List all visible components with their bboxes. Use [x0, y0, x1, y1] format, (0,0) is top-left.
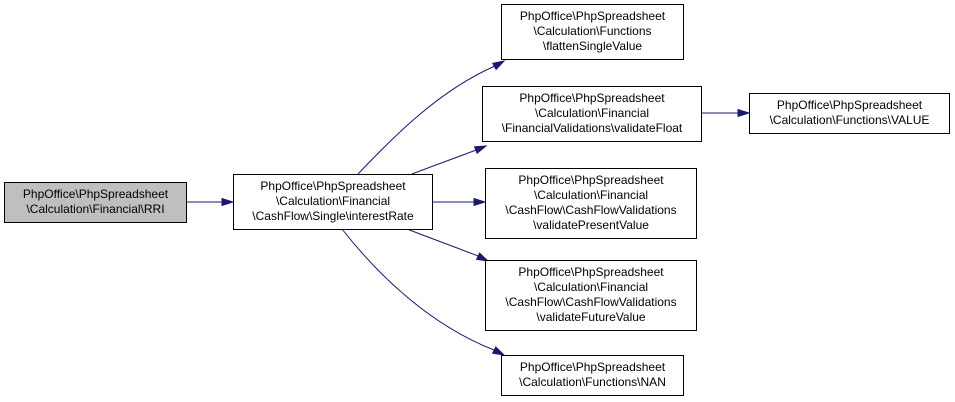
node-label-line: \Calculation\Financial\RRI	[26, 202, 164, 216]
node-label-line: \CashFlow\CashFlowValidations	[505, 203, 676, 217]
node-box[interactable]	[501, 355, 684, 396]
node-box[interactable]	[749, 93, 950, 134]
node-validateFutureValue[interactable]: PhpOffice\PhpSpreadsheet\Calculation\Fin…	[485, 260, 697, 331]
node-label-line: PhpOffice\PhpSpreadsheet	[520, 9, 666, 23]
node-flattenSingleValue[interactable]: PhpOffice\PhpSpreadsheet\Calculation\Fun…	[501, 4, 684, 60]
node-box[interactable]	[485, 168, 697, 239]
edge-line	[357, 65, 496, 175]
node-label-line: \Calculation\Financial	[534, 188, 648, 202]
edges-layer	[186, 60, 751, 356]
arrowhead-icon	[473, 145, 488, 155]
node-label-line: \validateFutureValue	[536, 310, 646, 324]
edge-interestRate-to-validateFutureValue	[406, 228, 490, 262]
current-node-box[interactable]	[4, 182, 187, 223]
node-interestRate[interactable]: PhpOffice\PhpSpreadsheet\Calculation\Fin…	[233, 174, 433, 230]
node-label-line: \Calculation\Functions	[533, 24, 651, 38]
node-nan[interactable]: PhpOffice\PhpSpreadsheet\Calculation\Fun…	[501, 355, 684, 396]
node-box[interactable]	[233, 174, 433, 230]
edge-interestRate-to-flattenSingleValue	[357, 60, 506, 175]
edge-interestRate-to-validateFloat	[411, 145, 488, 175]
node-label-line: PhpOffice\PhpSpreadsheet	[777, 98, 923, 112]
node-label-line: PhpOffice\PhpSpreadsheet	[520, 360, 666, 374]
node-label-line: \FinancialValidations\validateFloat	[502, 121, 683, 135]
edge-rri-to-interestRate	[186, 197, 235, 207]
node-label-line: PhpOffice\PhpSpreadsheet	[518, 173, 664, 187]
node-label-line: \Calculation\Financial	[535, 106, 649, 120]
arrowhead-icon	[221, 197, 235, 207]
edge-interestRate-to-validatePresentValue	[432, 197, 487, 207]
arrowhead-icon	[737, 108, 751, 118]
node-label-line: PhpOffice\PhpSpreadsheet	[518, 265, 664, 279]
arrowhead-icon	[475, 252, 490, 262]
edge-line	[411, 149, 477, 175]
node-box[interactable]	[485, 260, 697, 331]
edge-validateFloat-to-value	[701, 108, 751, 118]
node-box[interactable]	[501, 4, 684, 60]
edge-line	[406, 228, 479, 257]
node-rri[interactable]: PhpOffice\PhpSpreadsheet\Calculation\Fin…	[4, 182, 187, 223]
node-label-line: PhpOffice\PhpSpreadsheet	[23, 187, 169, 201]
node-value[interactable]: PhpOffice\PhpSpreadsheet\Calculation\Fun…	[749, 93, 950, 134]
edge-interestRate-to-nan	[341, 228, 506, 356]
node-label-line: \validatePresentValue	[533, 218, 649, 232]
node-box[interactable]	[482, 86, 702, 142]
node-label-line: \Calculation\Functions\NAN	[519, 375, 666, 389]
node-label-line: \CashFlow\CashFlowValidations	[505, 295, 676, 309]
node-label-line: \Calculation\Functions\VALUE	[770, 113, 930, 127]
node-validateFloat[interactable]: PhpOffice\PhpSpreadsheet\Calculation\Fin…	[482, 86, 702, 142]
node-validatePresentValue[interactable]: PhpOffice\PhpSpreadsheet\Calculation\Fin…	[485, 168, 697, 239]
node-label-line: \Calculation\Financial	[276, 194, 390, 208]
node-label-line: PhpOffice\PhpSpreadsheet	[260, 179, 406, 193]
node-label-line: \Calculation\Financial	[534, 280, 648, 294]
node-label-line: \CashFlow\Single\interestRate	[252, 209, 414, 223]
node-label-line: \flattenSingleValue	[543, 39, 643, 53]
node-label-line: PhpOffice\PhpSpreadsheet	[519, 91, 665, 105]
arrowhead-icon	[473, 197, 487, 207]
arrowhead-icon	[491, 60, 506, 71]
edge-line	[341, 228, 495, 351]
nodes-layer: PhpOffice\PhpSpreadsheet\Calculation\Fin…	[4, 4, 950, 396]
arrowhead-icon	[491, 346, 506, 356]
